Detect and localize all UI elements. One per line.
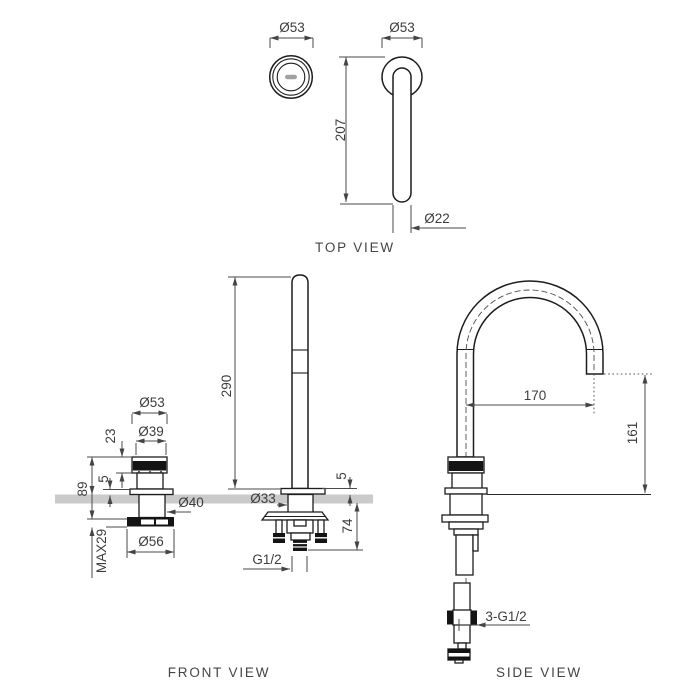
handle-shank: [138, 493, 166, 519]
top-view-title: TOP VIEW: [315, 240, 395, 255]
dim-label-spout-shank-diameter: Ø33: [250, 491, 276, 506]
dim-top-spout-reach: 207: [333, 56, 393, 205]
dim-spout-height: 290: [219, 276, 291, 490]
thread-fitting: [293, 540, 307, 551]
dim-top-spout-base-diameter: Ø53: [381, 20, 423, 48]
hose-stem: [457, 642, 467, 650]
handle-inner-ring: [276, 62, 306, 92]
side-view-title: SIDE VIEW: [496, 665, 582, 680]
spout-shank: [287, 493, 314, 515]
handle-knurl-band: [132, 461, 167, 471]
dim-label-spout-flange-height: 5: [334, 472, 349, 480]
spout-mounting-front: [260, 493, 330, 551]
hose-end-nut: [447, 648, 471, 664]
hex-fitting-lobe: [471, 610, 477, 625]
dim-spout-flange-height: 5: [322, 472, 357, 506]
side-mounting-step2: [453, 528, 479, 536]
dim-label-spout-height: 290: [219, 375, 234, 398]
dim-handle-height: 89: [75, 456, 132, 520]
benchtop-band: [55, 494, 373, 504]
dim-outlet-height: 161: [604, 373, 652, 493]
brand-mark: [285, 74, 297, 80]
side-valve-tab: [472, 534, 479, 552]
dim-label-max-bench-thickness: MAX29: [94, 529, 109, 573]
dim-label-handle-shank-diameter: Ø40: [178, 495, 204, 510]
valve-tab: [293, 519, 307, 527]
dim-max-bench-thickness: MAX29: [89, 485, 127, 578]
valve-step: [290, 532, 311, 541]
side-mounting-step: [448, 521, 484, 530]
handle-body: [136, 472, 164, 490]
handle-flange: [129, 488, 174, 496]
dim-label-inlet-thread: G1/2: [252, 552, 281, 567]
hex-fitting-lobe: [447, 610, 453, 625]
dim-label-side-spout-reach: 170: [524, 388, 547, 403]
gooseneck-spout: [456, 280, 604, 458]
side-mounting-plate: [441, 514, 489, 523]
side-knurl-band: [448, 461, 484, 471]
handle-front-view: [129, 456, 174, 496]
side-body: [451, 472, 483, 490]
stud-nut-right: [315, 533, 327, 543]
spout-tube-front: [291, 274, 309, 490]
front-view-title: FRONT VIEW: [168, 665, 271, 680]
dim-label-top-tube-diameter: Ø22: [424, 211, 450, 226]
dim-label-outlet-height: 161: [625, 422, 640, 445]
dim-inlet-thread: G1/2: [243, 552, 308, 572]
side-mounting: [441, 493, 489, 576]
handle-locknut: [127, 517, 174, 527]
spout-top-view: [381, 56, 423, 203]
dim-label-locknut-diameter: Ø56: [138, 534, 164, 549]
dim-handle-top-diameter: Ø39: [135, 424, 167, 455]
dim-side-spout-reach: 170: [466, 374, 595, 414]
dim-locknut-diameter: Ø56: [126, 529, 175, 558]
dim-handle-flange-height: 5: [96, 475, 130, 507]
side-valve-body: [455, 534, 474, 576]
dim-label-top-handle-diameter: Ø53: [279, 20, 305, 35]
side-hose: [447, 582, 477, 664]
dim-spout-shank-diameter: Ø33: [250, 491, 287, 508]
spout-centerline: [465, 289, 595, 656]
dim-side-inlet-thread: 3-G1/2: [458, 609, 530, 631]
dim-under-bench-height: 74: [308, 503, 363, 551]
handle-top-view: [268, 54, 314, 100]
top-view: Ø53 Ø53 207 Ø22 TOP VIEW: [268, 20, 466, 255]
dim-label-handle-height: 89: [75, 481, 90, 496]
dim-top-handle-diameter: Ø53: [269, 20, 314, 48]
side-flange: [444, 487, 488, 495]
spout-flange: [280, 487, 326, 495]
spout-front-view: [280, 274, 326, 495]
dim-label-top-spout-base-diameter: Ø53: [389, 20, 415, 35]
dim-handle-cap-height: 23: [103, 428, 132, 488]
dim-label-top-spout-reach: 207: [333, 119, 348, 142]
dim-label-handle-diameter: Ø53: [139, 395, 165, 410]
dim-label-handle-flange-height: 5: [96, 475, 111, 483]
dim-top-tube-diameter: Ø22: [392, 205, 466, 233]
side-shank: [449, 493, 483, 516]
spout-side-view: [444, 280, 604, 656]
stud-nut-left: [273, 533, 285, 543]
dim-label-handle-cap-height: 23: [103, 428, 118, 443]
dim-handle-diameter: Ø53: [131, 395, 168, 424]
dim-label-under-bench-height: 74: [340, 518, 355, 534]
handle-middle-ring: [272, 58, 310, 96]
spout-tube-top: [392, 67, 412, 203]
side-view: 170 161 3-G1/2 SIDE VIEW: [441, 280, 652, 680]
front-view: Ø53 Ø39 23 89 5: [75, 274, 363, 680]
hex-fitting-body: [452, 609, 472, 626]
dim-label-side-inlet-thread: 3-G1/2: [485, 609, 526, 624]
dim-handle-shank-diameter: Ø40: [167, 495, 204, 515]
dim-label-handle-top-diameter: Ø39: [138, 424, 164, 439]
